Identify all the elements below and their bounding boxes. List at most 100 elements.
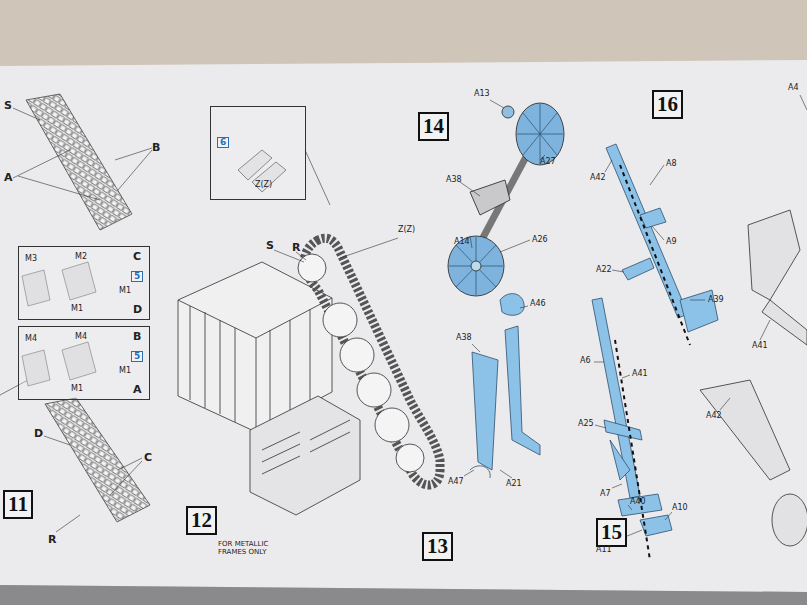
part-letter: M2: [75, 253, 87, 261]
part-letter: M1: [119, 367, 131, 375]
road-wheel: [375, 408, 409, 442]
part-letter: D: [34, 428, 43, 439]
leader-line: [605, 160, 705, 300]
step-number: 12: [191, 510, 212, 531]
table: [0, 585, 807, 605]
callout-label: A13: [474, 90, 490, 98]
step-number-box: 12: [186, 506, 217, 535]
trail-step-16: [605, 144, 718, 345]
part-letter: A: [133, 384, 142, 395]
quantity-icon: 5: [131, 271, 143, 282]
step-number: 16: [657, 94, 678, 115]
cab: [250, 396, 360, 515]
spade: [618, 494, 662, 516]
road-wheel: [323, 303, 357, 337]
paper-sheet: [0, 60, 807, 592]
track-assembly-left: [0, 94, 152, 532]
callout-label: A8: [666, 160, 677, 168]
callout-label: A21: [506, 480, 522, 488]
callout-label: A42: [706, 412, 722, 420]
trail-fitting: [622, 208, 666, 280]
callout-label: A42: [590, 174, 606, 182]
note-text: FOR METALLIC FRAMES ONLY: [218, 540, 284, 556]
part-letter: C: [133, 251, 141, 262]
part-letter: M4: [25, 335, 37, 343]
idler-wheel: [396, 444, 424, 472]
callout-label: A39: [708, 296, 724, 304]
track-loop: [305, 238, 441, 485]
callout-label: A14: [454, 238, 470, 246]
callout-label: A25: [578, 420, 594, 428]
parts-panel: BM4M1M4M1A5: [18, 326, 150, 400]
callout-label: A46: [530, 300, 546, 308]
callout-label: A22: [596, 266, 612, 274]
wheel: [772, 494, 807, 546]
callout-label: A27: [540, 158, 556, 166]
bracket-part: [472, 352, 498, 470]
gun-mount: [748, 210, 800, 300]
step-number-box: 15: [596, 518, 627, 547]
leader-line: [305, 150, 330, 205]
axle-beam: [470, 180, 510, 215]
leader-line: [464, 306, 528, 478]
detail-inset: 6Z(Z): [210, 106, 306, 200]
callout-label: A4: [788, 84, 799, 92]
bracket-part: [470, 466, 490, 478]
part-letter: S: [4, 100, 12, 111]
step-number-box: 13: [422, 532, 453, 561]
assembly-line: [620, 165, 690, 345]
axle-step-14: [448, 100, 564, 296]
callout-label: A41: [632, 370, 648, 378]
callout-label: A40: [630, 498, 646, 506]
step-number: 15: [601, 522, 622, 543]
part-letter: B: [133, 331, 141, 342]
part-letter: A: [4, 172, 13, 183]
part-letter: M3: [25, 255, 37, 263]
hub: [471, 261, 481, 271]
leader-line: [274, 238, 398, 262]
wheel-spokes: [517, 104, 563, 164]
callout-label: Z(Z): [398, 226, 415, 234]
trail-leg: [592, 298, 640, 498]
trail: [700, 380, 790, 480]
wheel-spokes: [449, 237, 503, 295]
callout-label: A6: [580, 357, 591, 365]
part-letter: R: [292, 242, 300, 253]
leader-line: [800, 95, 807, 110]
callout-label: A10: [672, 504, 688, 512]
step-number-box: 11: [3, 490, 33, 519]
callout-label: A7: [600, 490, 611, 498]
callout: Z(Z): [255, 181, 272, 189]
trail-leg: [606, 144, 688, 318]
callout-label: A47: [448, 478, 464, 486]
quantity-icon: 5: [131, 351, 143, 362]
leader-line: [720, 320, 770, 410]
wheel: [516, 103, 564, 165]
part-letter: M1: [71, 305, 83, 313]
step-number: 11: [8, 494, 28, 515]
track-run: [45, 398, 150, 522]
callout-label: A38: [456, 334, 472, 342]
bracket-part: [505, 326, 540, 455]
wall: [0, 0, 807, 70]
gun-carriage: [700, 95, 807, 546]
part-letter: S: [266, 240, 274, 251]
callout-label: A38: [446, 176, 462, 184]
parts-panel: CM2M1M3M1D5: [18, 246, 150, 320]
callout-label: A9: [666, 238, 677, 246]
quantity-icon: 6: [217, 137, 229, 148]
leader-line: [594, 362, 672, 543]
trail-fitting: [604, 420, 642, 480]
callout-label: A41: [752, 342, 768, 350]
callout-label: A26: [532, 236, 548, 244]
part-letter: M4: [75, 333, 87, 341]
callout-label: A11: [596, 546, 612, 554]
track-run: [26, 94, 132, 230]
leader-line: [44, 436, 142, 532]
road-wheel: [357, 373, 391, 407]
brackets-step-13: [464, 294, 540, 478]
part-letter: B: [152, 142, 160, 153]
step-number-box: 14: [418, 112, 449, 141]
vehicle-step-12: [178, 150, 440, 515]
